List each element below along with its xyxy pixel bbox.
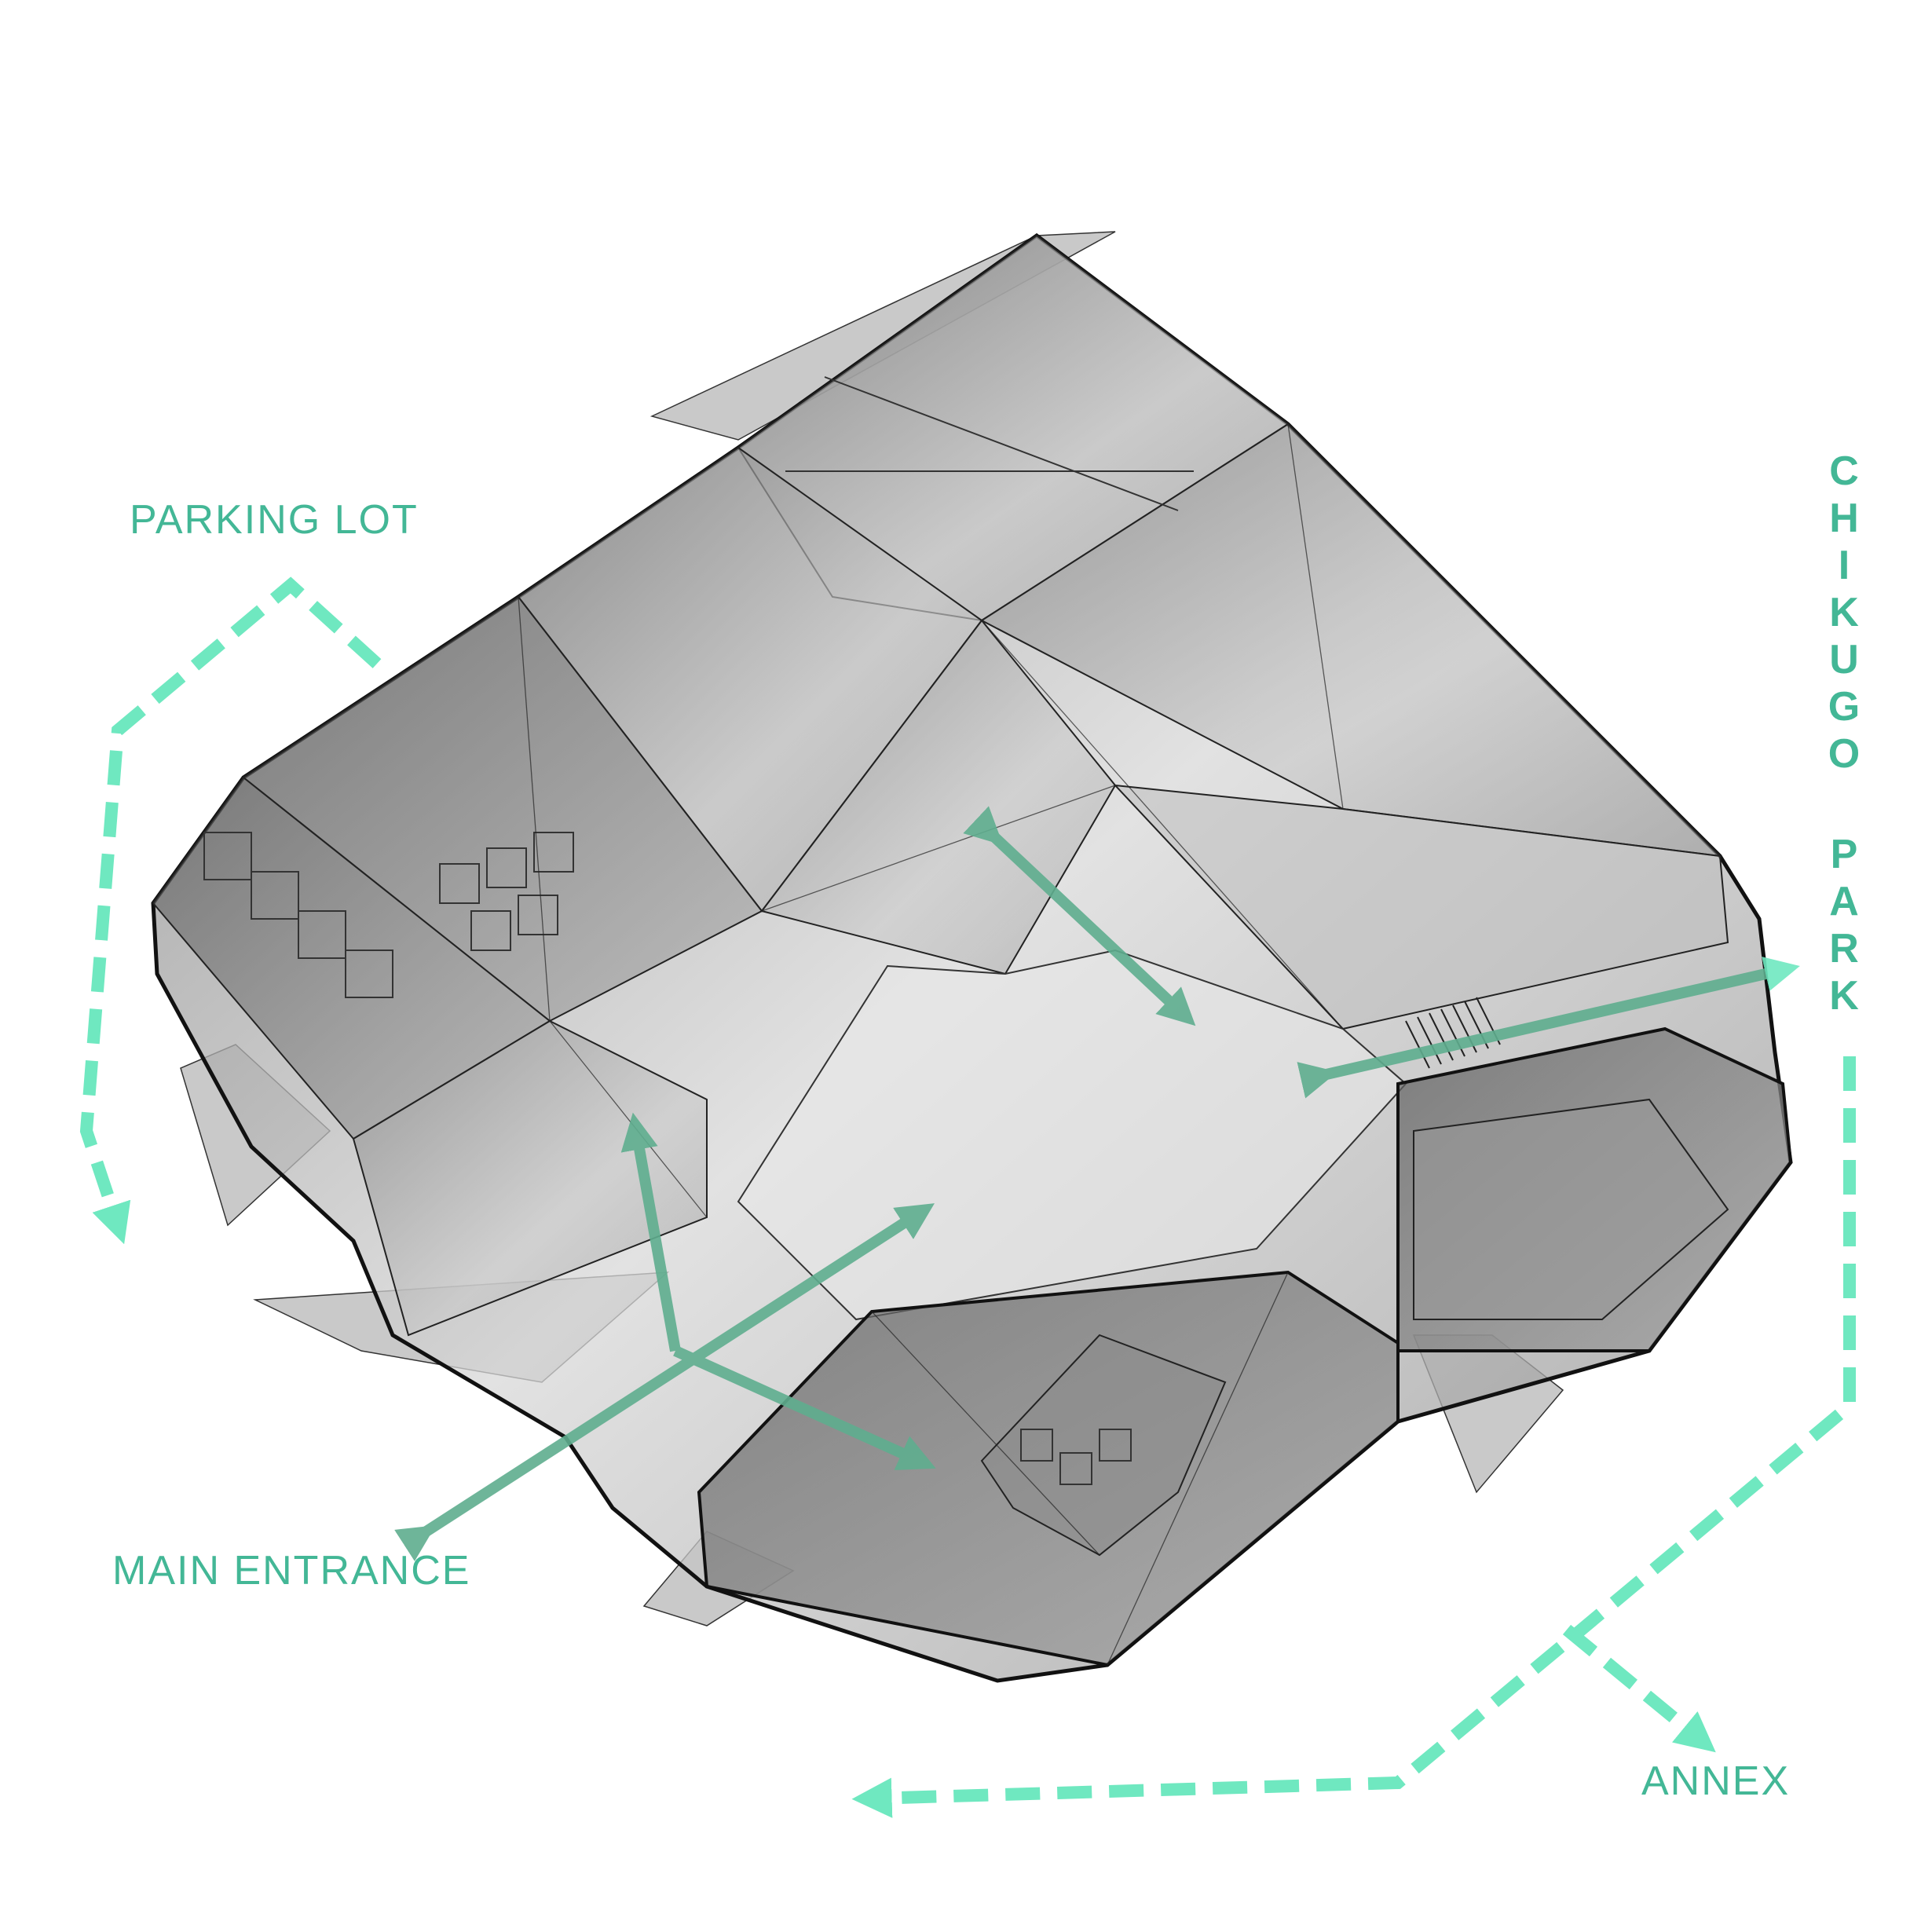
label-letter: P	[1830, 832, 1858, 877]
south-branch-arrow	[673, 1345, 936, 1470]
label-letter: G	[1828, 684, 1861, 730]
label-letter: H	[1829, 496, 1859, 541]
building-massing	[151, 232, 1793, 1683]
label-letter: O	[1828, 731, 1861, 777]
entrance-axis-arrow	[394, 1203, 935, 1561]
parking-route	[79, 576, 382, 1245]
label-letter: K	[1829, 973, 1859, 1019]
annex-label: ANNEX	[1641, 1758, 1791, 1804]
annex-route	[851, 1056, 1856, 1818]
label-letter: A	[1829, 879, 1859, 924]
north-diagonal-arrow	[963, 806, 1196, 1026]
label-letter: K	[1829, 590, 1859, 635]
parking-lot-label: PARKING LOT	[130, 497, 419, 543]
west-vertical-arrow	[620, 1112, 681, 1352]
label-letter: C	[1829, 448, 1859, 494]
label-letter: R	[1829, 926, 1859, 971]
annex-branch	[1562, 1624, 1716, 1753]
interior-circulation-arrows	[394, 806, 1800, 1561]
label-letter: I	[1838, 543, 1850, 588]
exterior-dashed-routes	[79, 576, 1856, 1818]
park-crossing-arrow	[1297, 957, 1800, 1099]
label-letter: U	[1829, 637, 1859, 682]
main-entrance-label: MAIN ENTRANCE	[112, 1548, 471, 1594]
